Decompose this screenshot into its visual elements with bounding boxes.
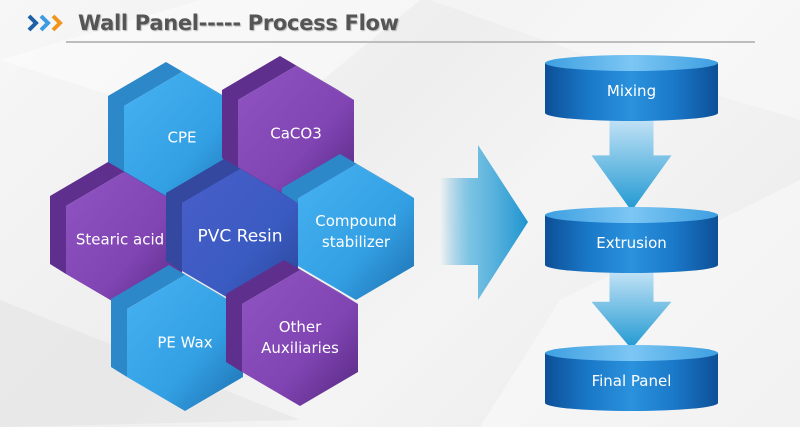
hexagon-face	[298, 164, 414, 300]
hexagon-other	[226, 260, 358, 406]
hexagon-side-face	[282, 154, 414, 266]
process-step-2	[545, 207, 718, 273]
ingredient-label-stearic: Stearic acid	[75, 230, 165, 249]
ingredient-label-caco3: CaCO3	[270, 124, 322, 143]
cylinder-body	[545, 215, 718, 273]
down-arrow	[591, 273, 672, 349]
cylinder-top	[545, 55, 718, 71]
ingredient-label-line: stabilizer	[321, 233, 391, 251]
triple-chevron-right-icon	[27, 14, 63, 32]
ingredient-label-line: Compound	[315, 212, 397, 230]
process-step-1	[545, 55, 718, 121]
hexagon-face	[66, 172, 182, 308]
cylinder-top	[545, 207, 718, 223]
hexagon-side-face	[222, 56, 354, 168]
hexagon-compound	[282, 154, 414, 300]
process-step-label: Extrusion	[596, 234, 667, 252]
title-divider	[66, 41, 755, 43]
hexagon-side-face	[111, 265, 243, 377]
hexagon-stearic	[50, 162, 182, 308]
ingredient-label-compound: Compound stabilizer	[315, 211, 397, 253]
process-step-3	[545, 345, 718, 411]
hexagon-side-face	[226, 260, 358, 372]
ingredient-label-line: Auxiliaries	[261, 339, 339, 357]
cylinder-body	[545, 63, 718, 121]
slide-header: Wall Panel----- Process Flow	[0, 0, 800, 48]
hexagon-pewax	[111, 265, 243, 411]
hexagon-face	[242, 270, 358, 406]
hexagon-side-face	[50, 162, 182, 274]
cylinder-body	[545, 353, 718, 411]
ingredient-label-pewax: PE Wax	[157, 333, 213, 352]
process-step-label: Mixing	[606, 82, 657, 100]
big-right-arrow	[440, 145, 528, 300]
page-title: Wall Panel----- Process Flow	[78, 11, 399, 35]
ingredient-label-line: Other	[278, 318, 322, 336]
hexagon-side-face	[108, 62, 240, 174]
cylinder-top	[545, 345, 718, 361]
ingredient-label-cpe: CPE	[167, 128, 197, 147]
process-step-label: Final Panel	[591, 372, 672, 390]
ingredient-label-pvc: PVC Resin	[197, 226, 283, 247]
hexagon-face	[127, 275, 243, 411]
down-arrow	[591, 121, 672, 211]
hexagon-side-face	[166, 159, 298, 271]
